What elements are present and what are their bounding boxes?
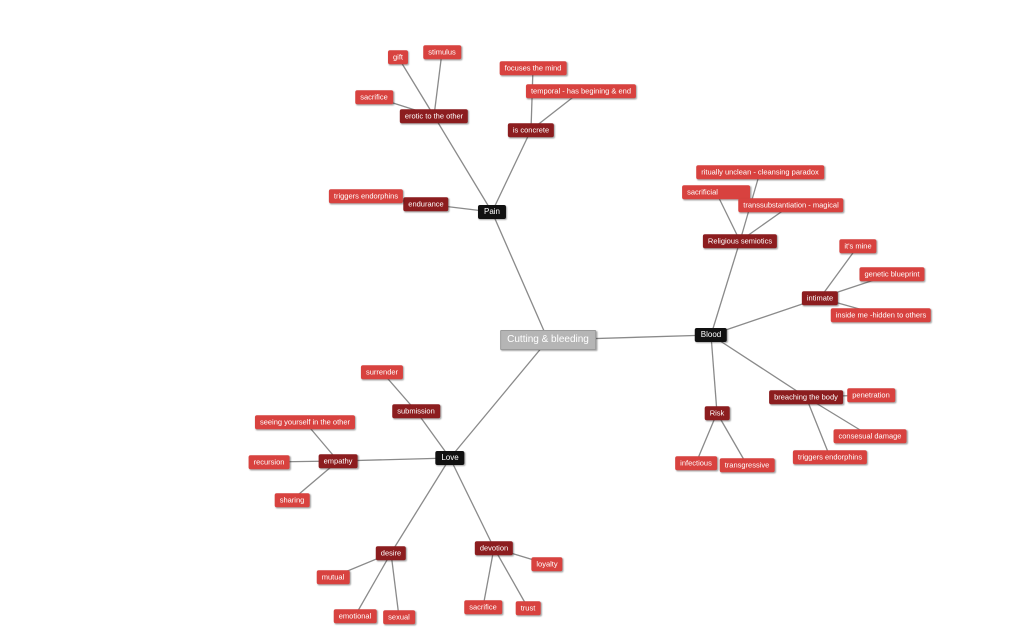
edge-desire-sexual <box>390 552 400 618</box>
leaf-node-sharing[interactable]: sharing <box>274 493 310 507</box>
central-topic[interactable]: Cutting & bleeding <box>500 330 596 350</box>
leaf-node-transgressive[interactable]: transgressive <box>719 458 775 472</box>
edge-blood-intimate <box>710 297 821 336</box>
branch-node-pain[interactable]: Pain <box>477 205 507 219</box>
leaf-node-itsmine[interactable]: it's mine <box>839 239 877 253</box>
edge-root-pain <box>491 211 549 341</box>
edge-love-desire <box>390 457 451 554</box>
edge-religious-sacrificial <box>715 191 741 242</box>
leaf-node-stimulus[interactable]: stimulus <box>423 45 461 59</box>
leaf-node-consensual[interactable]: consesual damage <box>833 429 907 443</box>
leaf-node-unclean[interactable]: ritually unclean - cleansing paradox <box>696 165 824 179</box>
edge-devotion-sacrifice2 <box>482 547 495 608</box>
edge-intimate-itsmine <box>819 245 859 299</box>
leaf-node-sacrifice2[interactable]: sacrifice <box>464 600 502 614</box>
leaf-node-infectious[interactable]: infectious <box>675 456 717 470</box>
sub-node-submission[interactable]: submission <box>392 404 440 418</box>
edge-risk-infectious <box>695 412 718 464</box>
edge-concrete-focuses <box>530 67 534 131</box>
leaf-node-endorph2[interactable]: triggers endorphins <box>792 450 868 464</box>
edge-pain-erotic <box>433 115 493 213</box>
leaf-node-endorph1[interactable]: triggers endorphins <box>328 189 404 203</box>
leaf-node-mutual[interactable]: mutual <box>316 570 350 584</box>
edge-love-devotion <box>449 457 495 549</box>
edge-pain-concrete <box>491 129 532 213</box>
leaf-node-loyalty[interactable]: loyalty <box>531 557 563 571</box>
sub-node-empathy[interactable]: empathy <box>318 454 358 468</box>
edge-devotion-trust <box>493 547 529 609</box>
sub-node-breaching[interactable]: breaching the body <box>769 390 843 404</box>
leaf-node-temporal[interactable]: temporal - has begining & end <box>525 84 637 98</box>
leaf-node-penetration[interactable]: penetration <box>847 388 895 402</box>
leaf-node-focuses[interactable]: focuses the mind <box>499 61 567 75</box>
edge-root-love <box>449 339 549 459</box>
leaf-node-seeing[interactable]: seeing yourself in the other <box>254 415 356 429</box>
leaf-node-insideme[interactable]: inside me -hidden to others <box>830 308 932 322</box>
edge-desire-emotional <box>354 552 392 617</box>
edge-blood-religious <box>710 240 741 336</box>
leaf-node-emotional[interactable]: emotional <box>333 609 377 623</box>
leaf-node-transub[interactable]: transsubstantiation - magical <box>738 198 844 212</box>
branch-node-love[interactable]: Love <box>435 451 465 465</box>
leaf-node-sexual[interactable]: sexual <box>383 610 415 624</box>
leaf-node-surrender[interactable]: surrender <box>360 365 404 379</box>
sub-node-intimate[interactable]: intimate <box>801 291 839 305</box>
sub-node-religious[interactable]: Religious semiotics <box>702 234 778 248</box>
sub-node-risk[interactable]: Risk <box>704 406 730 420</box>
leaf-node-genetic[interactable]: genetic blueprint <box>859 267 925 281</box>
leaf-node-trust[interactable]: trust <box>515 601 541 615</box>
sub-node-concrete[interactable]: is concrete <box>507 123 555 137</box>
edge-love-submission <box>415 410 451 459</box>
leaf-node-gift[interactable]: gift <box>387 50 409 64</box>
sub-node-devotion[interactable]: devotion <box>474 541 514 555</box>
edge-breaching-endorph2 <box>805 396 831 458</box>
branch-node-blood[interactable]: Blood <box>694 328 728 342</box>
edge-erotic-stimulus <box>433 51 443 117</box>
leaf-node-sacrifice1[interactable]: sacrifice <box>355 90 393 104</box>
edge-erotic-gift <box>397 56 435 117</box>
leaf-node-sacrificial[interactable]: sacrificial <box>682 185 750 199</box>
sub-node-erotic[interactable]: erotic to the other <box>399 109 469 123</box>
sub-node-desire[interactable]: desire <box>375 546 407 560</box>
edge-blood-risk <box>710 334 718 414</box>
edge-risk-transgressive <box>716 412 748 466</box>
sub-node-endurance[interactable]: endurance <box>403 197 449 211</box>
edge-blood-breaching <box>710 334 807 398</box>
leaf-node-recursion[interactable]: recursion <box>248 455 290 469</box>
